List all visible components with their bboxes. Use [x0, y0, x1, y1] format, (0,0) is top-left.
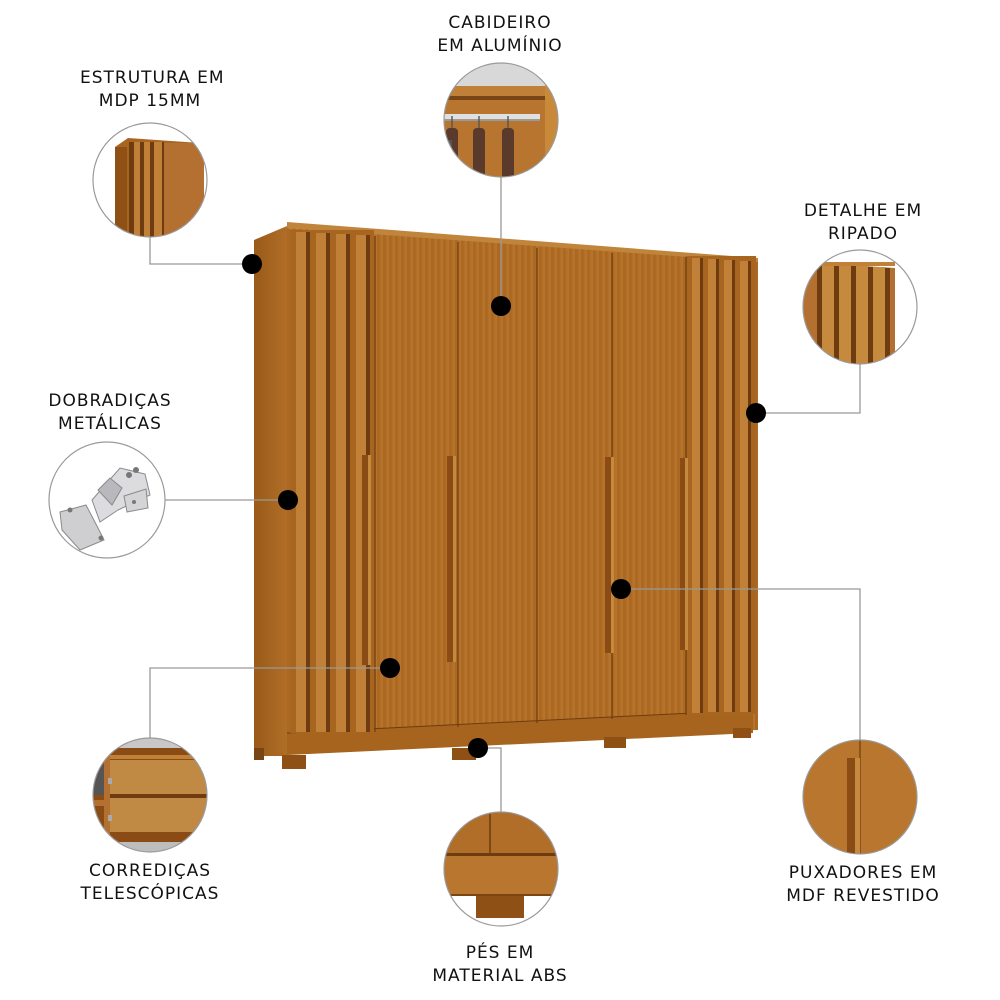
detail-circle-cabideiro: [443, 62, 559, 178]
label-cabideiro: CABIDEIRO EM ALUMÍNIO: [437, 13, 563, 56]
detail-circle-ripado: [802, 249, 918, 365]
marker-ripado: [746, 403, 766, 423]
right-slat-panel: [686, 256, 756, 714]
detail-circle-corredicas: [92, 737, 208, 853]
label-ripado: DETALHE EM RIPADO: [803, 201, 923, 244]
leader-lines: [149, 177, 861, 812]
detail-circle-estrutura: [92, 122, 208, 238]
label-dobradicas: DOBRADIÇAS METÁLICAS: [48, 391, 172, 434]
hinge-icon: [59, 467, 151, 551]
detail-circle-pes: [443, 811, 559, 927]
detail-circle-puxadores: [802, 739, 918, 855]
detail-circle-dobradicas: [48, 441, 166, 559]
label-puxadores: PUXADORES EM MDF REVESTIDO: [786, 863, 940, 906]
marker-cabideiro: [491, 296, 511, 316]
markers: [242, 254, 766, 758]
marker-puxadores: [611, 579, 631, 599]
label-pes: PÉS EM MATERIAL ABS: [432, 943, 568, 986]
marker-estrutura: [242, 254, 262, 274]
wardrobe: [254, 222, 758, 769]
marker-pes: [468, 738, 488, 758]
label-estrutura: ESTRUTURA EM MDP 15MM: [80, 68, 225, 111]
left-slat-panel: [290, 230, 374, 733]
marker-dobradicas: [278, 490, 298, 510]
label-corredicas: CORREDIÇAS TELESCÓPICAS: [80, 861, 220, 904]
door-handles: [362, 455, 688, 665]
marker-corredicas: [380, 658, 400, 678]
